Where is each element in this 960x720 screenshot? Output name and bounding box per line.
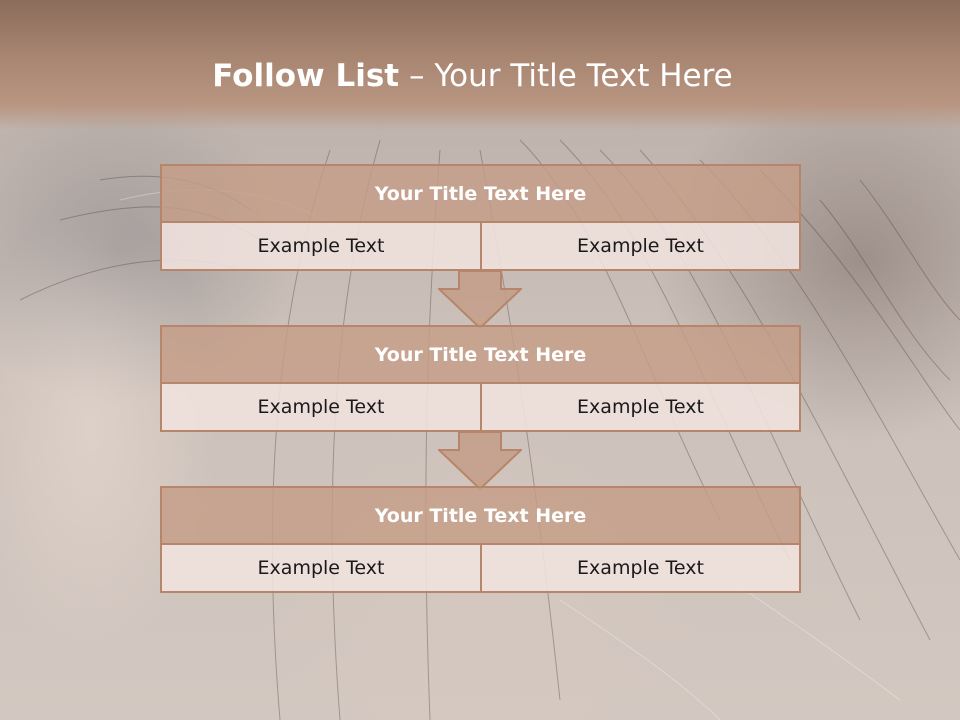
block-title: Your Title Text Here [160, 325, 801, 384]
block-title: Your Title Text Here [160, 164, 801, 223]
header-band [0, 0, 960, 130]
block-cell-right: Example Text [480, 221, 801, 271]
list-block: Your Title Text Here Example Text Exampl… [160, 486, 801, 593]
slide-title-bold: Follow List [212, 58, 400, 94]
block-title: Your Title Text Here [160, 486, 801, 545]
slide-title: Follow List – Your Title Text Here [0, 54, 945, 98]
list-block: Your Title Text Here Example Text Exampl… [160, 164, 801, 271]
block-cell-left: Example Text [160, 543, 482, 593]
down-arrow-icon [438, 431, 522, 491]
list-block: Your Title Text Here Example Text Exampl… [160, 325, 801, 432]
block-cell-right: Example Text [480, 382, 801, 432]
block-cell-right: Example Text [480, 543, 801, 593]
down-arrow-icon [438, 270, 522, 330]
block-cell-left: Example Text [160, 221, 482, 271]
slide-title-rest: – Your Title Text Here [399, 58, 733, 94]
block-cell-left: Example Text [160, 382, 482, 432]
